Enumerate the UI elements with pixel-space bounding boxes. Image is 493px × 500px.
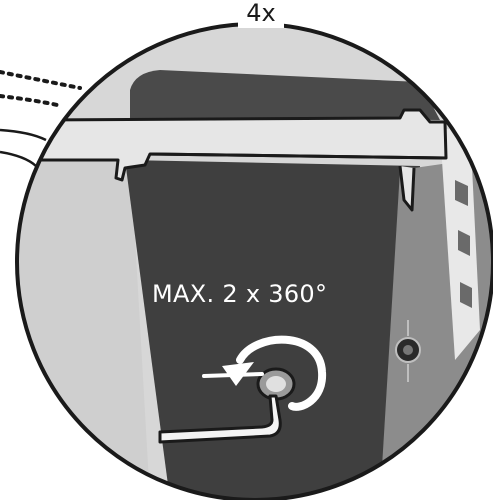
bolt-icon <box>395 320 421 382</box>
quantity-label: 4x <box>238 0 284 28</box>
hex-key-icon <box>158 394 282 444</box>
rotation-limit-label: MAX. 2 x 360° <box>152 280 328 308</box>
screw-icon <box>256 367 296 401</box>
leader-lines <box>0 70 82 167</box>
dark-panel <box>125 160 420 500</box>
rotation-arrow-icon <box>202 335 327 411</box>
